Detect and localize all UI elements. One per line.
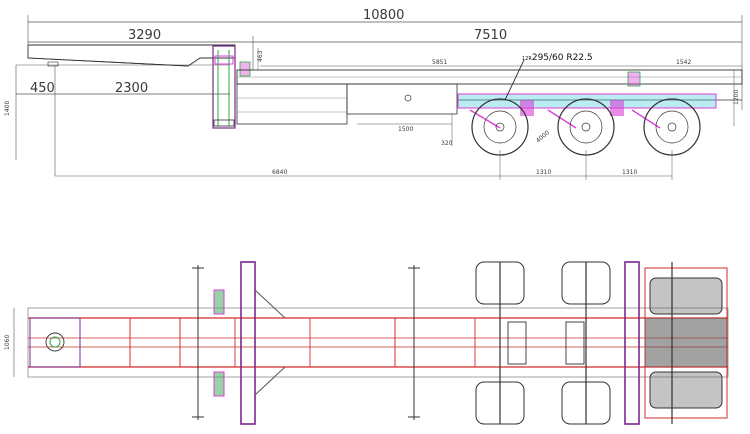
suspension-beam [457,93,717,109]
front-brace-top [254,289,286,319]
frame-hole [404,94,412,102]
hanger-2 [610,100,624,116]
rear-wheel-bottom [649,371,723,409]
axle-top-2 [561,261,611,425]
outer-frame [27,307,729,378]
box-length-label: 1500 [398,126,413,133]
tire-callout-prefix: 12R [522,56,532,62]
kingpin-to-axle-label: 6840 [272,169,287,176]
front-frame-box [236,83,348,125]
width-dim-label: 1060 [4,335,11,350]
kingpin-offset-label: 2300 [115,81,148,96]
twistlock-front [239,61,251,77]
tire-callout: 12R295/60 R22.5 [522,53,593,63]
gooseneck-step-label: 463 [257,50,264,62]
rear-hatch-center [645,318,727,367]
front-crossbar [240,261,256,425]
rear-section-label: 7510 [474,28,507,43]
front-brace-bottom [254,366,286,396]
axle-top-1 [475,261,527,425]
wheel-dim-label: 4000 [535,129,551,144]
top-view: 1060 [4,261,729,425]
hanger-1 [520,100,534,116]
deck-height-label: 1200 [733,90,740,105]
kingpin-top-inner [49,336,61,348]
axle-spacing-1-label: 1310 [536,169,551,176]
kingpin-top-outer [45,332,65,352]
deck-span-label: 5851 [432,59,447,66]
lower-height-label: 320 [441,140,453,147]
front-section-label: 3290 [128,28,161,43]
twistlock-rear [627,71,641,87]
rear-wheel-top [649,277,723,315]
landing-gear-foot [213,119,235,127]
cross-members [79,317,476,368]
overall-length-label: 10800 [363,8,404,23]
kingpin-plate [29,317,81,368]
rear-overhang-label: 1542 [676,59,691,66]
landing-gear-frame [212,45,236,129]
tire-callout-leader [504,59,525,101]
side-view: 10800 3290 7510 450 2300 1400 463 5851 1… [4,8,743,180]
kingpin [47,61,59,67]
landing-gear-top-right [213,371,225,397]
front-overhang-label: 450 [30,81,55,96]
tire-callout-text: 295/60 R22.5 [532,53,593,63]
leaf-spring-2 [547,109,577,129]
leaf-spring-3 [631,109,661,129]
mid-frame-box [346,83,458,115]
gooseneck-underside [27,57,189,67]
axle-spacing-2-label: 1310 [622,169,637,176]
leaf-spring-1 [469,109,501,129]
rear-crossbar [624,261,640,425]
kingpin-height-label: 1400 [4,101,11,116]
landing-gear-crank [214,55,234,65]
landing-gear-top-left [213,289,225,315]
